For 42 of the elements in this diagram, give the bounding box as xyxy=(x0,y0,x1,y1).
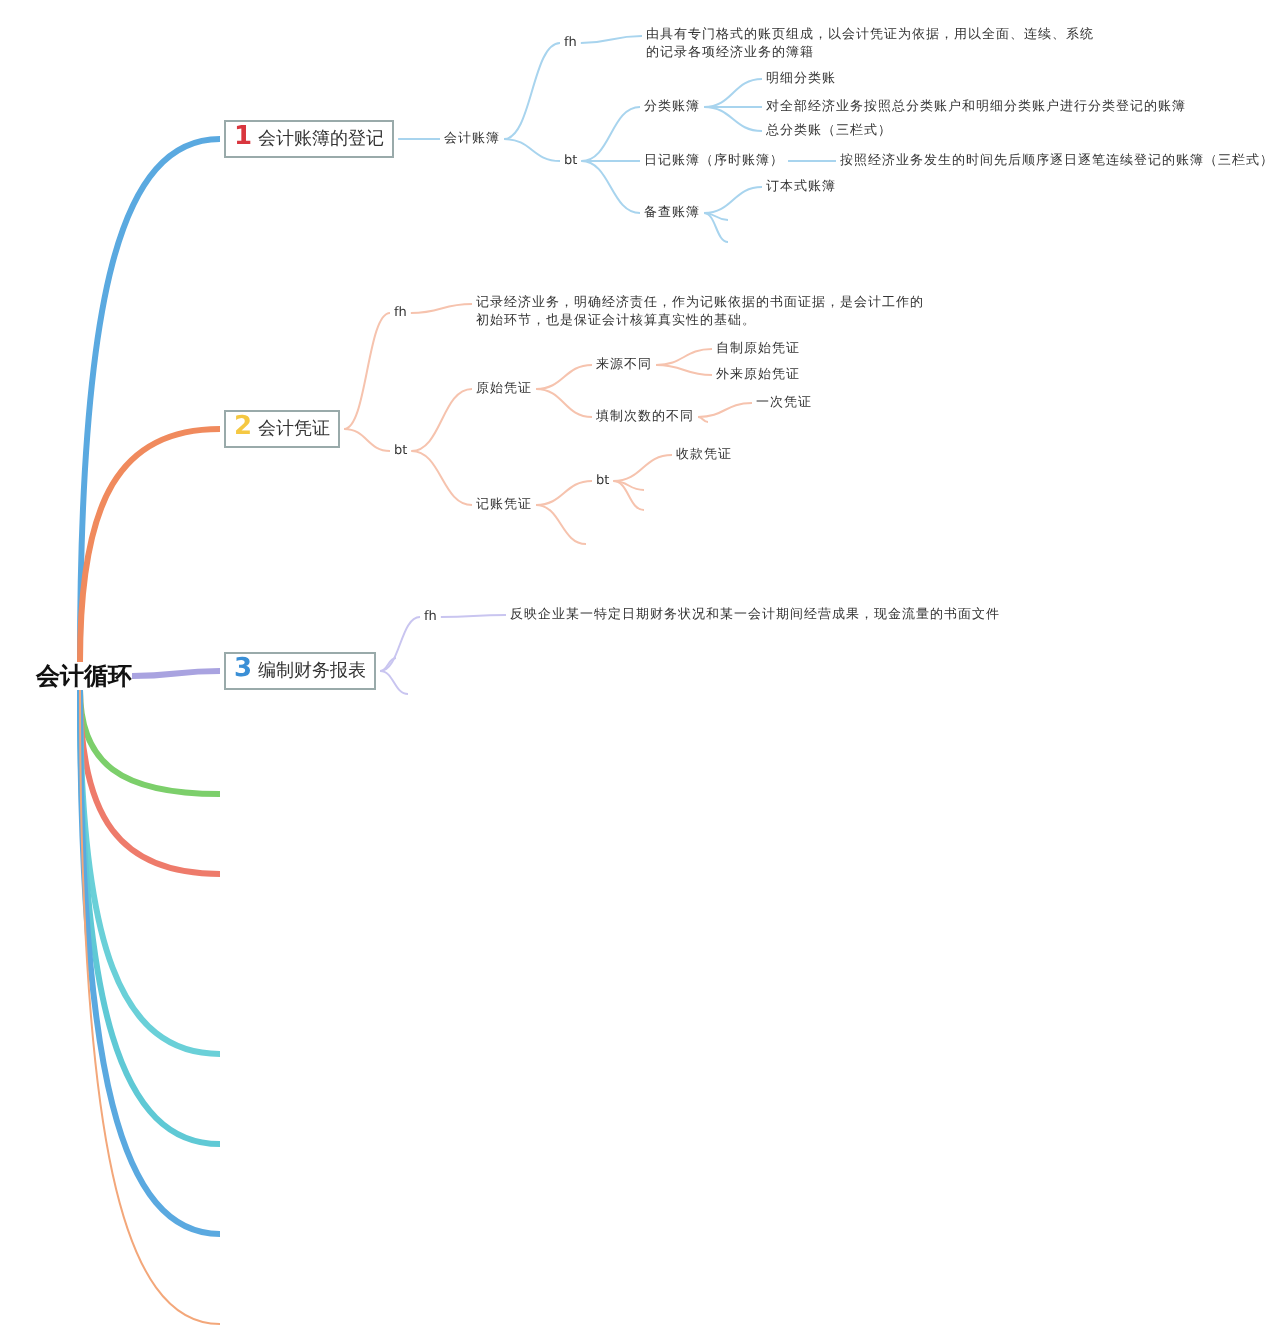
branch-line xyxy=(410,388,473,452)
topic-box xyxy=(224,652,377,690)
topic-number: 2 xyxy=(234,412,253,442)
branch-line xyxy=(379,657,397,672)
branch-line xyxy=(343,312,391,430)
branch-line xyxy=(343,428,391,452)
branch-line xyxy=(409,303,473,314)
branch-line xyxy=(612,480,645,511)
branch-line xyxy=(535,480,593,506)
branch-line xyxy=(379,670,409,695)
topic-title: 会计凭证 xyxy=(258,420,331,440)
branch-line xyxy=(697,416,709,423)
topic-number: 1 xyxy=(234,122,253,152)
topic-number: 3 xyxy=(234,654,253,684)
branch-line xyxy=(131,668,221,679)
branch-line xyxy=(535,504,587,545)
branch-line xyxy=(580,106,641,162)
branch-line xyxy=(787,160,837,162)
branch-line xyxy=(655,364,713,376)
branch-line xyxy=(439,614,507,618)
branch-line xyxy=(703,106,763,132)
branch-line xyxy=(580,160,641,214)
branch-line xyxy=(697,402,753,418)
branch-line xyxy=(535,388,593,418)
branch-line xyxy=(703,186,763,214)
branch-line xyxy=(503,42,561,140)
branch-line xyxy=(612,454,673,482)
branch-line xyxy=(703,212,729,221)
branch-line xyxy=(703,212,729,243)
topic-title: 会计账簿的登记 xyxy=(258,130,385,150)
topic-box xyxy=(224,410,341,448)
branch-line xyxy=(580,160,641,162)
topic-box xyxy=(224,120,395,158)
branch-line xyxy=(379,616,421,672)
central-topic: 会计循环 xyxy=(36,662,132,690)
branch-line xyxy=(397,138,441,140)
branch-line xyxy=(579,35,643,44)
branch-line xyxy=(77,426,221,663)
branch-line xyxy=(410,450,473,506)
topic-title: 编制财务报表 xyxy=(258,662,367,682)
branch-line xyxy=(503,138,561,162)
branch-line xyxy=(612,480,645,491)
